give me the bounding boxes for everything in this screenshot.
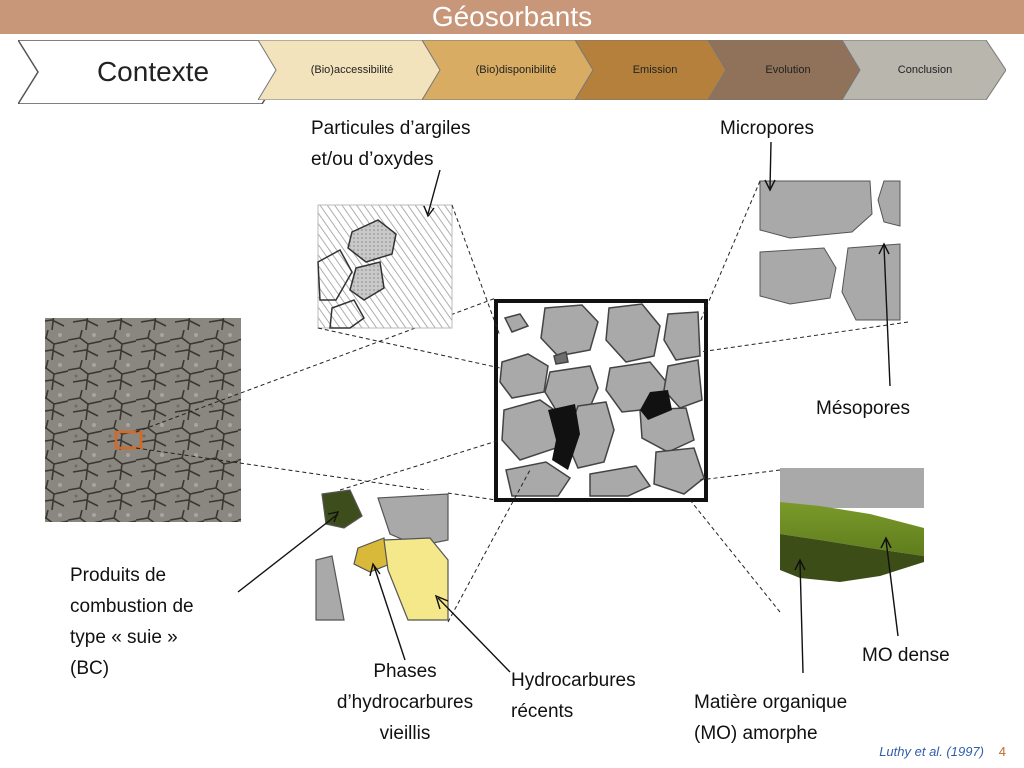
label-phases: Phases d’hydrocarbures vieillis bbox=[320, 656, 490, 749]
nav-tab-shape-evolution[interactable] bbox=[708, 40, 864, 100]
dash-hydro-bottom bbox=[447, 469, 531, 623]
dash-org-top bbox=[699, 469, 781, 481]
nav-tab-bioaccessibilite-shape bbox=[258, 40, 442, 100]
nav-tab-shape-bioaccessibilite[interactable] bbox=[258, 40, 442, 100]
label-argiles: Particules d’argiles et/ou d’oxydes bbox=[311, 113, 470, 175]
pores-grains bbox=[759, 180, 901, 321]
label-suie-line4: (BC) bbox=[70, 658, 110, 679]
title-bar bbox=[0, 0, 1024, 34]
dash-org-bottom bbox=[689, 499, 781, 613]
label-mo-amorphe: Matière organique (MO) amorphe bbox=[694, 687, 847, 749]
organic-mo-amorphe bbox=[780, 534, 924, 582]
nav-tab-emission-shape bbox=[575, 40, 731, 100]
pore-grains bbox=[499, 303, 705, 497]
hydrocarbon-grains bbox=[315, 489, 449, 621]
nav-tab-conclusion-shape bbox=[842, 40, 1006, 100]
slide-title: Géosorbants bbox=[431, 1, 593, 32]
label-argiles-line2: et/ou d’oxydes bbox=[311, 149, 434, 170]
label-phases-line2: d’hydrocarbures bbox=[336, 692, 474, 713]
label-mesopores: Mésopores bbox=[816, 398, 910, 419]
label-recents-line1: Hydrocarbures bbox=[511, 670, 636, 691]
dash-clay-top bbox=[451, 204, 501, 337]
dash-hydro-top bbox=[339, 439, 501, 491]
nav-tab-shape-conclusion[interactable] bbox=[842, 40, 1006, 100]
nav-tab-evolution-shape bbox=[708, 40, 864, 100]
label-mo-amorphe-line1: Matière organique bbox=[694, 692, 848, 713]
nav-tab-contexte-shape bbox=[18, 40, 282, 104]
label-micropores: Micropores bbox=[720, 118, 814, 139]
dash-pores-bottom bbox=[699, 321, 909, 353]
organic-top-grain bbox=[780, 468, 924, 508]
label-argiles-line1: Particules d’argiles bbox=[311, 118, 471, 139]
dash-soil-top bbox=[135, 297, 497, 433]
nav-tab-biodisponibilite-shape bbox=[422, 40, 606, 100]
label-suie-line1: Produits de bbox=[70, 565, 167, 586]
label-suie-line2: combustion de bbox=[70, 596, 194, 617]
clay-particles bbox=[317, 219, 397, 329]
citation: Luthy et al. (1997) bbox=[879, 744, 984, 759]
label-suie-line3: type « suie » bbox=[70, 627, 178, 648]
label-suie: Produits de combustion de type « suie » … bbox=[70, 560, 194, 684]
label-mo-dense: MO dense bbox=[862, 645, 950, 666]
soil-highlight bbox=[114, 430, 143, 450]
nav-tab-shape-emission[interactable] bbox=[575, 40, 731, 100]
soil-photo bbox=[45, 318, 241, 522]
label-phases-line1: Phases bbox=[373, 661, 437, 682]
label-recents-line2: récents bbox=[511, 701, 574, 722]
nav-tab-shape-contexte[interactable] bbox=[18, 40, 282, 104]
label-recents: Hydrocarbures récents bbox=[511, 665, 636, 727]
label-mo-amorphe-line2: (MO) amorphe bbox=[694, 723, 818, 744]
dash-pores-top bbox=[699, 180, 761, 323]
arrows bbox=[237, 141, 899, 674]
page-number: 4 bbox=[998, 744, 1006, 759]
pore-black-phases bbox=[548, 390, 672, 470]
nav-tab-shape-biodisponibilite[interactable] bbox=[422, 40, 606, 100]
dash-clay-bottom bbox=[317, 327, 501, 369]
label-phases-line3: vieillis bbox=[379, 723, 431, 744]
